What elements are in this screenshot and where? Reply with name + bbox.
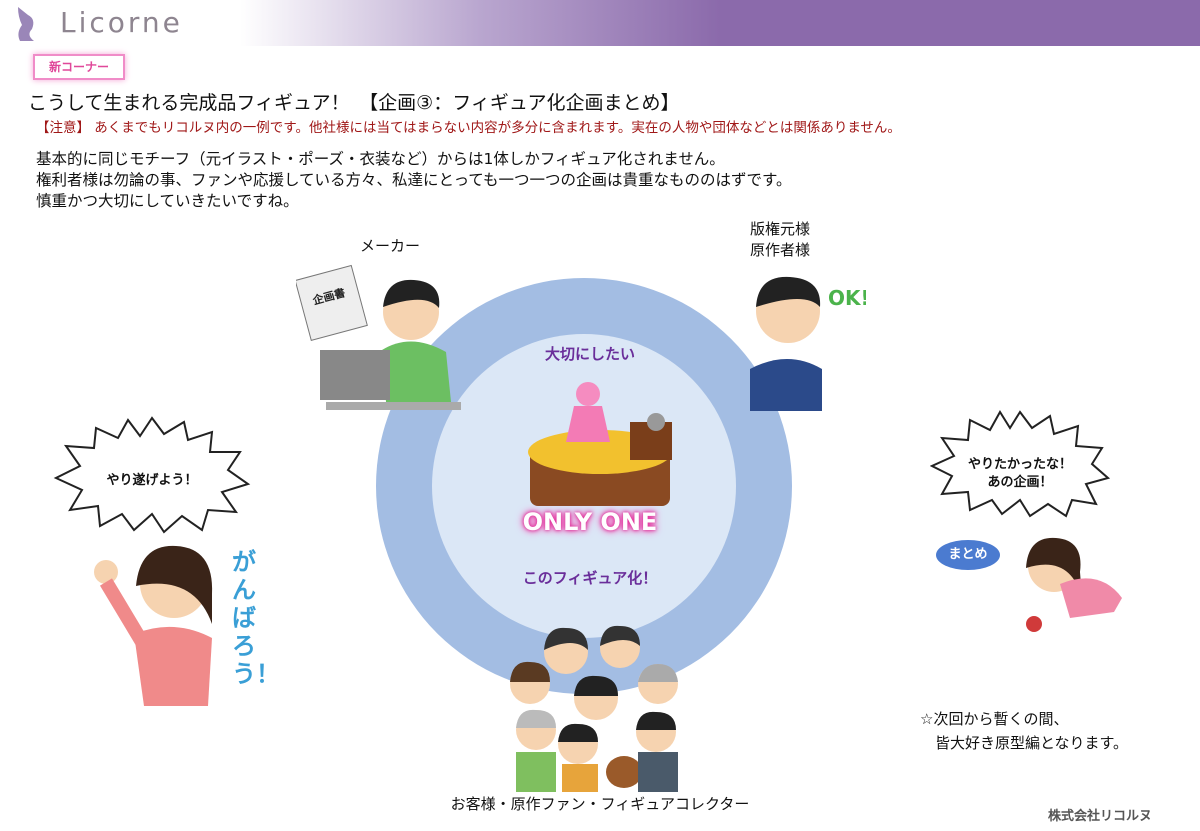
customers-crowd-illustration: [510, 625, 678, 792]
only-one-badge: ONLY ONE: [522, 508, 658, 536]
caution-text: 【注意】 あくまでもリコルヌ内の一例です。他社様には当てはまらない内容が多分に含…: [36, 120, 901, 136]
center-bottom-text: このフィギュア化！: [522, 569, 658, 587]
new-corner-badge: 新コーナー: [33, 54, 125, 80]
body-line: 権利者様は勿論の事、ファンや応援している方々、私達にとっても一つ一つの企画は貴重…: [36, 171, 792, 189]
rights-holder-line: 原作者様: [749, 241, 810, 259]
company-footer: 株式会社リコルヌ: [1048, 809, 1153, 824]
right-speech-bubble: [930, 410, 1110, 518]
summary-tag: まとめ: [936, 540, 1000, 570]
rights-holder-label: 版権元様 原作者様: [730, 219, 830, 261]
body-line: 基本的に同じモチーフ（元イラスト・ポーズ・衣装など）からは1体しかフィギュア化さ…: [36, 150, 725, 168]
cheering-woman-illustration: [94, 545, 213, 706]
right-bubble-text: やりたかったな！ あの企画！: [950, 456, 1090, 492]
logo-text: Licorne: [60, 6, 183, 39]
left-speech-bubble: [53, 416, 251, 534]
rights-holder-illustration: OK!: [750, 276, 866, 411]
body-line: 慎重かつ大切にしていきたいですね。: [36, 192, 299, 210]
header-bar: Licorne: [0, 0, 1200, 46]
left-bubble-text: やり遂げよう！: [106, 473, 198, 488]
center-top-text: 大切にしたい: [544, 345, 635, 363]
next-time-note: ☆次回から暫くの間、 皆大好き原型編となります。: [920, 710, 1129, 752]
body-text: 基本的に同じモチーフ（元イラスト・ポーズ・衣装など）からは1体しかフィギュア化さ…: [36, 149, 791, 212]
maker-illustration: 企画書: [296, 264, 461, 410]
page-title: こうして生まれる完成品フィギュア！ 【企画③：フィギュア化企画まとめ】: [28, 92, 680, 114]
right-bubble-line: やりたかったな！: [967, 457, 1072, 472]
rights-holder-line: 版権元様: [749, 220, 810, 238]
regretful-woman-illustration: [1026, 537, 1122, 632]
customers-label: お客様・原作ファン・フィギュアコレクター: [450, 795, 750, 813]
treasure-chest-figure-illustration: [528, 382, 672, 506]
maker-label: メーカー: [359, 237, 420, 255]
ok-text: OK!: [828, 286, 866, 310]
right-bubble-line: あの企画！: [987, 475, 1053, 490]
unicorn-logo-icon: [18, 7, 34, 41]
cheer-text: がんばろう！: [232, 548, 280, 688]
